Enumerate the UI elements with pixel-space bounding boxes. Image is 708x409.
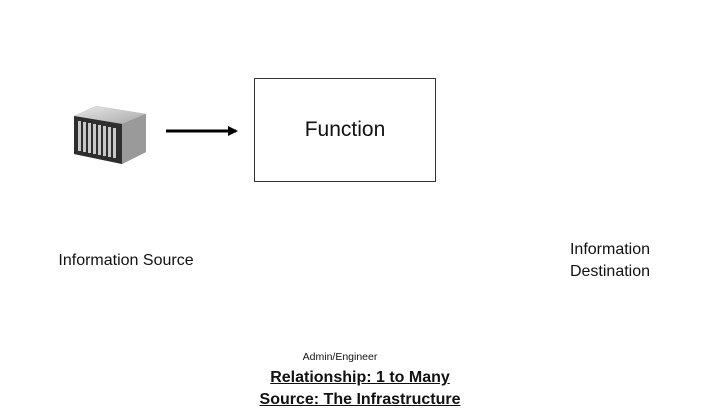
relationship-label: Relationship: 1 to Many	[270, 369, 450, 386]
destination-label-line-2: Destination	[569, 263, 651, 280]
function-label: Function	[304, 118, 386, 141]
diagram-canvas	[74, 106, 238, 164]
destination-label-line-1: Information	[569, 241, 651, 258]
information-source-label: Information Source	[58, 252, 194, 269]
function-box: Function	[254, 78, 436, 182]
server-icon	[74, 106, 146, 164]
admin-engineer-label: Admin/Engineer	[302, 351, 378, 363]
information-destination-label: Information Destination	[540, 239, 680, 283]
source-note: Source: The Infrastructure	[259, 391, 461, 408]
